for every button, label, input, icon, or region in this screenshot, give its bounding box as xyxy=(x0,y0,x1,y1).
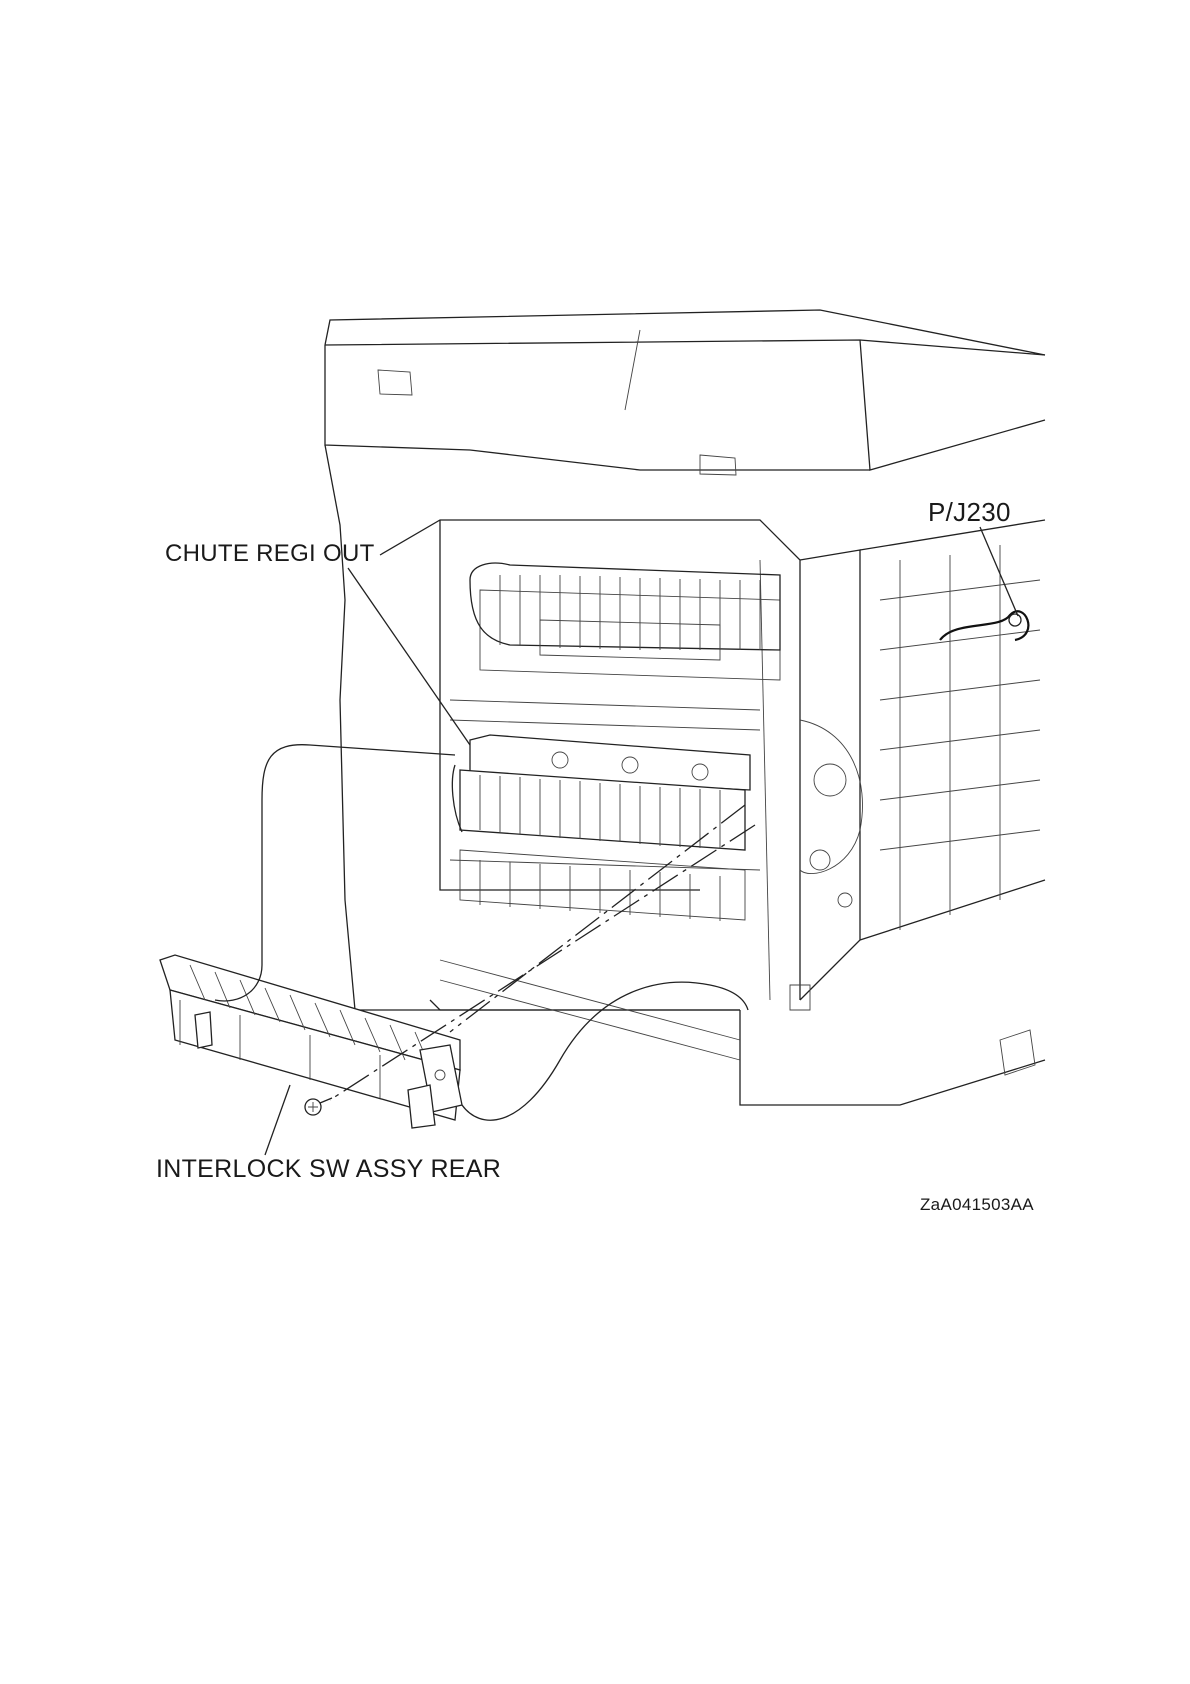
pj230-label: P/J230 xyxy=(928,497,1011,528)
chute-regi-out-label: CHUTE REGI OUT xyxy=(165,540,375,568)
figure-id-label: ZaA041503AA xyxy=(920,1195,1034,1215)
interlock-sw-assy-rear-label: INTERLOCK SW ASSY REAR xyxy=(156,1155,501,1184)
screw-part xyxy=(305,1098,332,1115)
chute-regi-out-part xyxy=(452,735,750,850)
wire-harness xyxy=(462,611,1028,1120)
fuser-area xyxy=(470,563,780,650)
lower-chute xyxy=(460,850,745,921)
